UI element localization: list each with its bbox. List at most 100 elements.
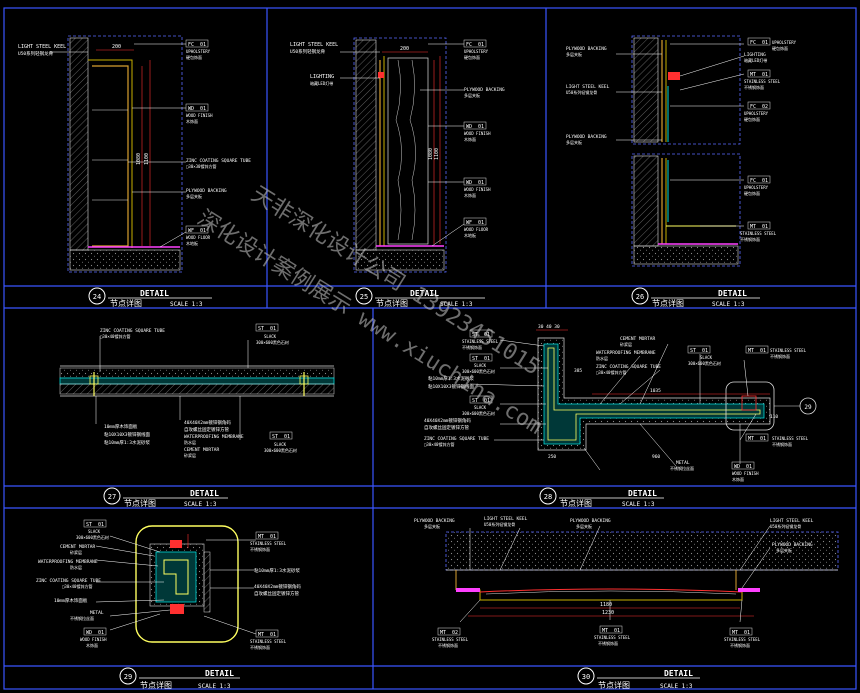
detail-title-cn: 节点详图 (110, 298, 142, 308)
dimension: 1080 (136, 153, 142, 165)
label: 40X40X2mm镀锌钢角码 (184, 419, 231, 426)
detail-29: ST 01 SLACK 300×600黑色石材 CEMENT MORTAR 砂浆… (36, 519, 301, 650)
dimension: 960 (652, 454, 660, 460)
label: □30×40镀锌方管 (62, 583, 92, 589)
title-29: 29 DETAIL 节点详图 SCALE 1:3 (119, 667, 240, 690)
led-strip (668, 72, 680, 80)
ceiling-slab (445, 531, 839, 571)
label: WOOD FINISH (80, 637, 107, 642)
label: 不锈钢饰面 (438, 642, 458, 648)
tag-code: MT (748, 436, 754, 442)
label: UPHOLSTERY (744, 111, 769, 116)
tag-num: 01 (702, 348, 708, 354)
tag-code: MT (258, 534, 264, 540)
label: METAL (90, 610, 104, 616)
tag-num: 01 (200, 106, 206, 112)
floor-screed (69, 249, 181, 271)
detail-number: 24 (93, 293, 101, 301)
tag-code: WD (188, 106, 194, 112)
title-27: 27 DETAIL 节点详图 SCALE 1:3 (103, 487, 228, 508)
label: 不锈钢饰面 (740, 236, 760, 242)
tag-code: ST (472, 332, 478, 338)
label: 木地板 (464, 232, 476, 238)
reference-bubble (799, 397, 817, 415)
dimension: 1100 (144, 153, 150, 165)
label: WOOD FLOOR (186, 235, 211, 240)
label: 300×600黑色石材 (256, 339, 289, 345)
label: STAINLESS STEEL (770, 348, 807, 353)
detail-30: 1180 1230 PLYWOOD BACKING 多层夹板 LIGHT STE… (414, 516, 839, 648)
label: WOOD FINISH (464, 187, 491, 192)
label: U50系列轻钢龙骨 (484, 521, 515, 527)
title-24: 24 DETAIL 节点详图 SCALE 1:3 (88, 287, 212, 308)
label: U50系列轻钢龙骨 (566, 89, 597, 95)
label: □30×40镀锌方管 (596, 369, 626, 375)
label: LIGHT STEEL KEEL (484, 516, 528, 522)
sheet-frame (3, 7, 857, 690)
tag-num: 01 (200, 228, 206, 234)
tag-code: ST (690, 348, 696, 354)
label: SLACK (474, 363, 487, 368)
dimension: 1080 (428, 148, 434, 160)
tag-code: MT (750, 72, 756, 78)
label: 不锈钢饰面 (772, 441, 792, 447)
label: PLYWOOD BACKING (566, 46, 607, 52)
label: CEMENT MORTAR (60, 544, 96, 550)
label: 砂浆层 (620, 341, 632, 347)
label: SLACK (88, 529, 101, 534)
label: PLYWOOD BACKING (186, 188, 227, 194)
tag-code: ST (86, 522, 92, 528)
detail-label: DETAIL (628, 489, 657, 498)
detail-title-cn: 节点详图 (560, 498, 592, 508)
detail-scale: SCALE 1:3 (198, 683, 231, 690)
label: STAINLESS STEEL (724, 637, 761, 642)
detail-27: ZINC COATING SQUARE TUBE □30×40镀锌方管 ST 0… (59, 323, 335, 458)
detail-28: 29 30 40 30 1035 250 960 385 110 ST 01 S… (424, 324, 817, 482)
label: 300×600黑色石材 (462, 410, 495, 416)
label: CEMENT MORTAR (184, 447, 220, 453)
detail-number: 25 (360, 293, 368, 301)
label: STAINLESS STEEL (740, 231, 777, 236)
tag-code: WF (188, 228, 194, 234)
detail-title-cn: 节点详图 (124, 498, 156, 508)
wood-panel (387, 57, 429, 245)
detail-number-circle (88, 287, 106, 305)
label: 砂浆层 (70, 549, 82, 555)
label: LIGHT STEEL KEEL (770, 518, 814, 524)
label: 多层夹板 (566, 51, 582, 57)
label: 木地板 (186, 240, 198, 246)
label: PLYWOOD BACKING (570, 518, 611, 524)
tag-code: ST (472, 398, 478, 404)
label: SLACK (474, 405, 487, 410)
detail-number: 30 (582, 673, 590, 681)
label: SLACK (264, 334, 277, 339)
label: SLACK (274, 442, 287, 447)
label: ZINC COATING SQUARE TUBE (424, 436, 489, 442)
label: 多层夹板 (186, 193, 202, 199)
dimension: 1035 (650, 388, 661, 394)
tag-num: 01 (760, 348, 766, 354)
detail-24: 200 1080 1100 LIGHT STEEL KEEL U50系列轻钢龙骨… (18, 35, 251, 273)
label: 粘10mm厚1:3水泥砂浆 (428, 375, 474, 382)
tag-code: MT (732, 630, 738, 636)
tag-code: ST (272, 434, 278, 440)
label: WATERPROOFING MEMBRANE (184, 434, 244, 440)
tag-num: 01 (284, 434, 290, 440)
label: 自攻螺丝固定镀锌方管 (254, 590, 299, 597)
label: 多层夹板 (464, 92, 480, 98)
label: 不锈钢饰面 (730, 642, 750, 648)
tag-code: ST (258, 326, 264, 332)
label: WOOD FINISH (464, 131, 491, 136)
label: WATERPROOFING MEMBRANE (596, 350, 656, 356)
label: U50系列轻钢龙骨 (290, 48, 326, 55)
tag-code: FC (188, 42, 194, 48)
label: 多层夹板 (424, 523, 440, 529)
detail-number: 27 (108, 493, 116, 501)
tag-num: 01 (270, 534, 276, 540)
label: STAINLESS STEEL (250, 541, 287, 546)
tag-num: 01 (484, 332, 490, 338)
dimension: 110 (770, 414, 778, 420)
label: 砂浆层 (184, 452, 196, 458)
material-tag (185, 39, 209, 48)
